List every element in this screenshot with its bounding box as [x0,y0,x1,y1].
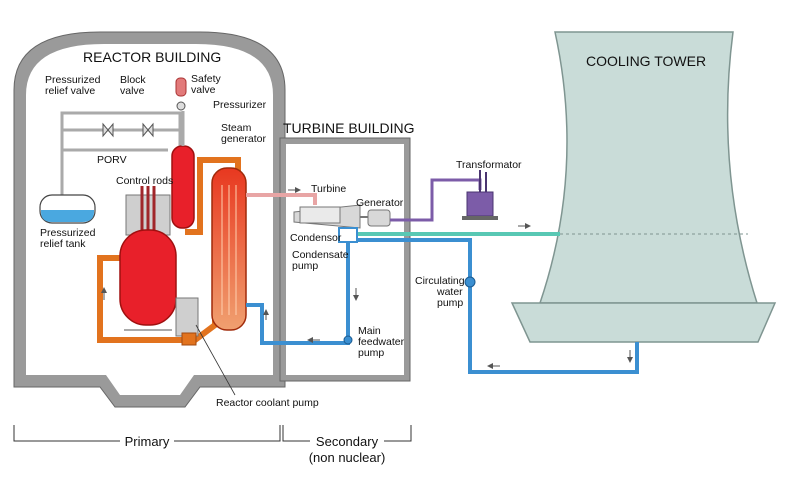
reactor-vessel [119,186,177,331]
secondary-note-label: (non nuclear) [309,450,386,465]
relief-valve-lines [60,111,182,195]
pressurized-relief-tank-label: Pressurized relief tank [40,227,98,250]
primary-label: Primary [125,434,170,449]
generator-label: Generator [356,197,404,209]
reactor-coolant-pump [175,297,199,346]
transformator-icon [462,170,498,220]
pressurizer [171,145,195,229]
circulating-water-pump-icon [464,276,476,288]
section-brackets [13,425,412,442]
feedwater-line [246,242,350,345]
pressurized-relief-valve-label: Pressurized relief valve [45,74,103,97]
block-valve-label: Block valve [120,74,149,97]
reactor-building-label: REACTOR BUILDING [83,49,221,65]
circulating-water-line [357,238,639,374]
safety-valve-label: Safety valve [191,73,224,96]
safety-valve-icon [175,77,187,97]
main-feedwater-pump-label: Main feedwater pump [358,325,407,359]
turbine [293,204,361,229]
control-rods-label: Control rods [116,175,173,187]
steam-generator-label: Steam generator [221,122,266,145]
turbine-label: Turbine [311,183,346,195]
cooling-tower [510,31,777,343]
condensor-label: Condensor [290,232,342,244]
turbine-building [279,137,411,382]
transformator-label: Transformator [456,159,522,171]
generator [367,209,391,227]
turbine-building-label: TURBINE BUILDING [283,120,414,136]
circulating-water-pump-label: Circulating water pump [415,275,468,309]
porv-label: PORV [97,154,127,166]
condensate-pump-label: Condensate pump [292,249,352,272]
relief-tank-icon [39,194,96,224]
reactor-coolant-pump-label: Reactor coolant pump [216,397,319,409]
valve-symbols [102,101,186,138]
main-feedwater-pump-icon [343,335,353,345]
cooling-tower-label: COOLING TOWER [586,53,706,69]
pressurizer-label: Pressurizer [213,99,267,111]
steam-generator [211,167,247,331]
secondary-label: Secondary [316,434,379,449]
condensor [338,227,358,243]
steam-line [246,193,317,205]
